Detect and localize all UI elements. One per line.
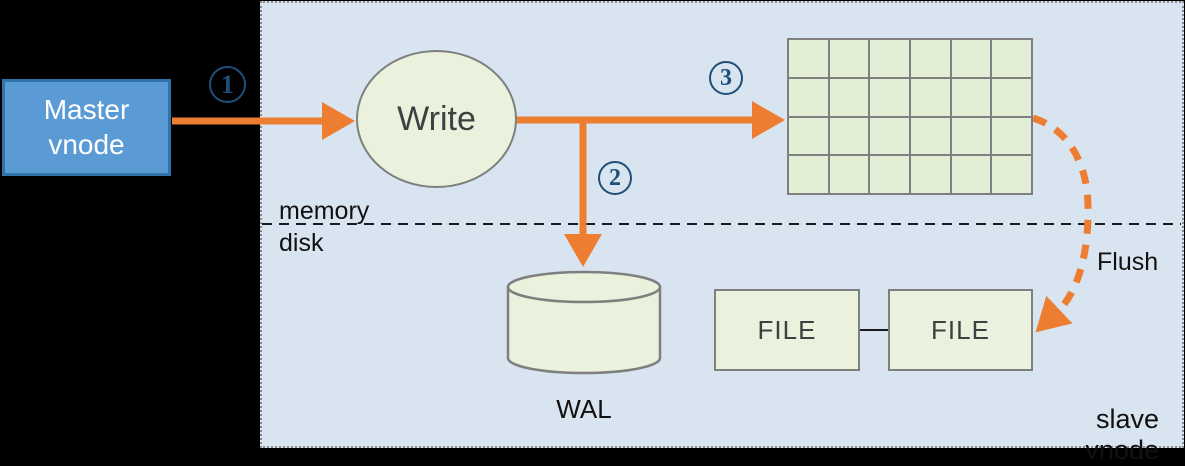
grid-cell bbox=[789, 117, 828, 155]
grid-cell bbox=[829, 117, 869, 155]
grid-cell bbox=[911, 40, 950, 77]
step-1-badge: 1 bbox=[209, 66, 246, 103]
grid-cell bbox=[951, 78, 991, 116]
write-label: Write bbox=[397, 99, 476, 138]
grid-cell bbox=[911, 117, 950, 155]
write-ellipse: Write bbox=[356, 50, 517, 188]
disk-label: disk bbox=[279, 229, 324, 257]
grid-cell bbox=[789, 156, 828, 193]
step-3-badge: 3 bbox=[709, 61, 743, 95]
grid-cell bbox=[870, 40, 909, 77]
mem-table-grid bbox=[787, 38, 1033, 195]
memory-label: memory bbox=[279, 197, 370, 225]
grid-cell bbox=[870, 78, 909, 116]
grid-cell bbox=[992, 78, 1031, 116]
slave-vnode-label: slave vnode bbox=[1085, 404, 1159, 465]
grid-cell bbox=[911, 156, 950, 193]
grid-cell bbox=[829, 78, 869, 116]
master-vnode-box: Master vnode bbox=[2, 79, 171, 176]
grid-cell bbox=[992, 156, 1031, 193]
grid-cell bbox=[789, 78, 828, 116]
grid-cell bbox=[951, 40, 991, 77]
grid-cell bbox=[829, 156, 869, 193]
grid-cell bbox=[829, 40, 869, 77]
grid-cell bbox=[870, 117, 909, 155]
grid-cell bbox=[992, 40, 1031, 77]
grid-cell bbox=[951, 117, 991, 155]
grid-cell bbox=[789, 40, 828, 77]
step-2-badge: 2 bbox=[598, 161, 632, 195]
file-box-2: FILE bbox=[888, 289, 1033, 371]
grid-cell bbox=[870, 156, 909, 193]
flush-label: Flush bbox=[1097, 248, 1159, 276]
wal-label: WAL bbox=[556, 394, 612, 424]
file-box-1: FILE bbox=[714, 289, 860, 371]
grid-cell bbox=[992, 117, 1031, 155]
grid-cell bbox=[911, 78, 950, 116]
grid-cell bbox=[951, 156, 991, 193]
